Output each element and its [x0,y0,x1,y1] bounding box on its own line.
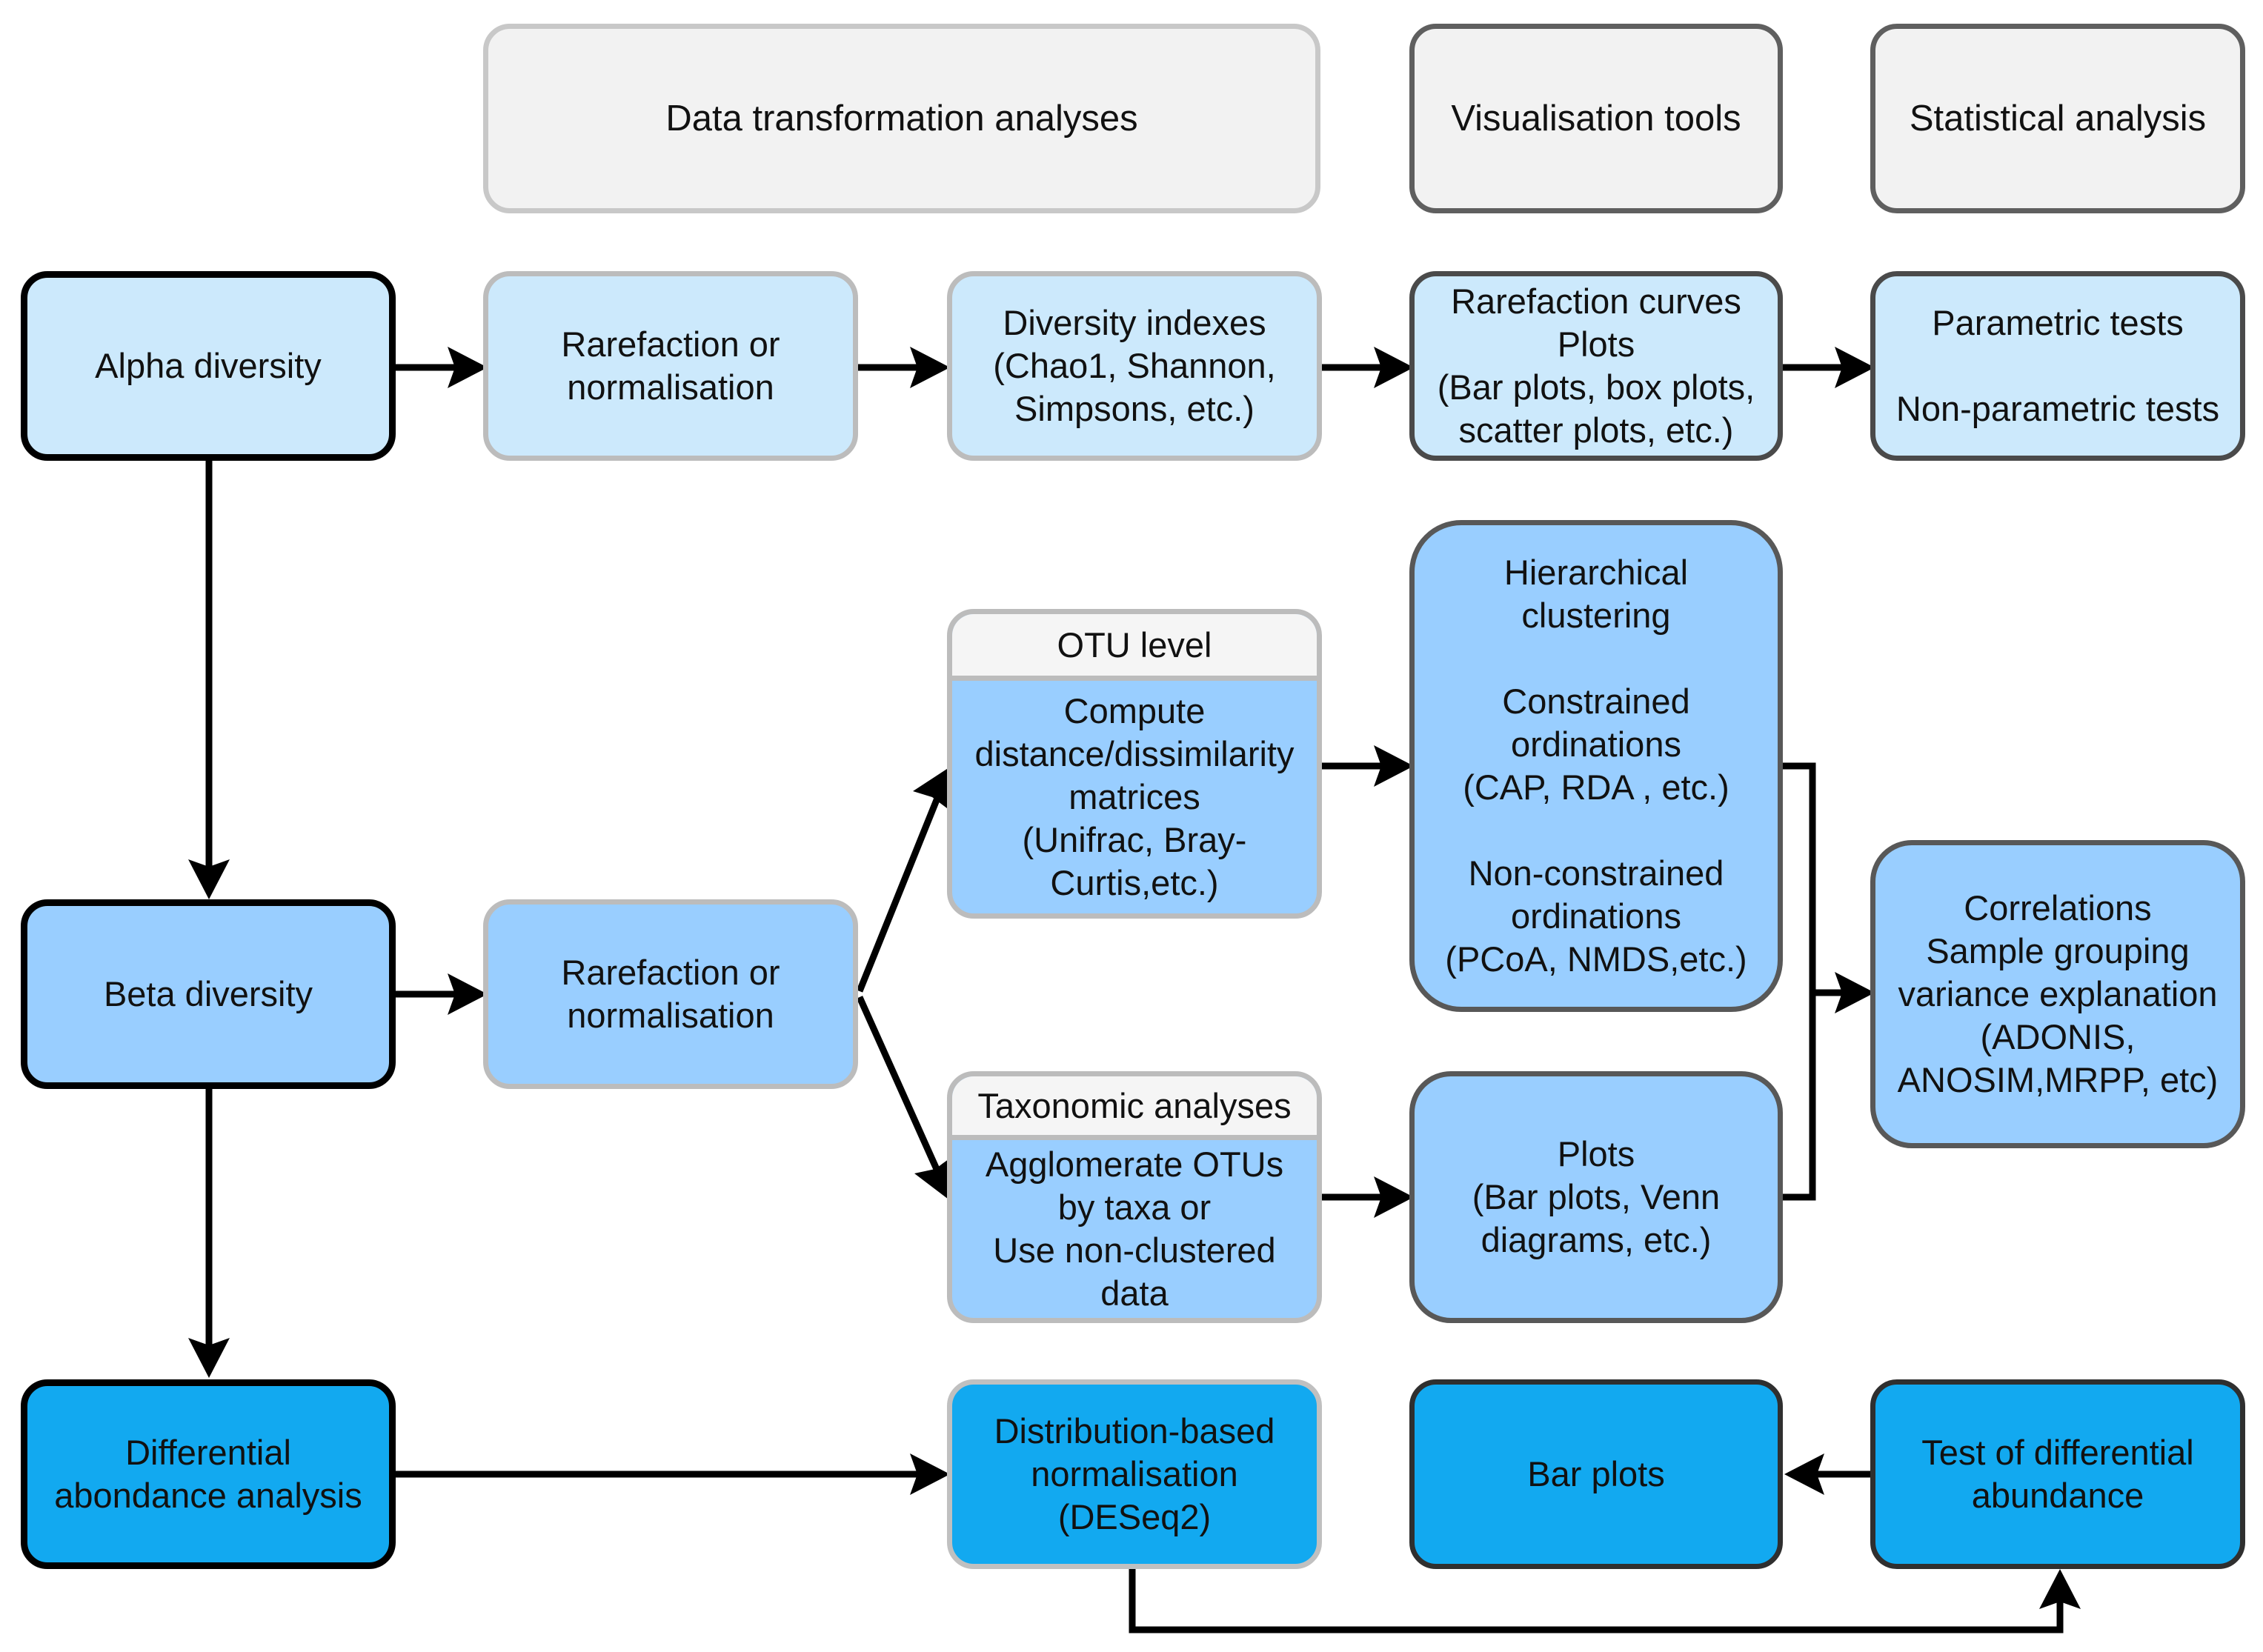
otu-level-box: OTU level Compute distance/dissimilarity… [947,609,1322,919]
correlations-box: Correlations Sample grouping variance ex… [1870,840,2245,1148]
arrowhead [913,766,951,810]
arrowhead [2039,1569,2081,1609]
otu-level-body: Compute distance/dissimilarity matrices … [974,691,1295,902]
otu-level-tab: OTU level [952,614,1317,681]
diversity-indexes-box: Diversity indexes (Chao1, Shannon, Simps… [947,271,1322,461]
arrowhead [448,347,488,388]
beta-rarefaction-box: Rarefaction or normalisation [483,899,858,1089]
distribution-normalisation-box: Distribution-based normalisation (DESeq2… [947,1379,1322,1569]
arrowhead [188,1338,230,1378]
arrowhead [1374,745,1414,787]
rarefaction-curves-box: Rarefaction curves Plots (Bar plots, box… [1409,271,1783,461]
arrow-ordination-plots-merge [1783,762,1816,1201]
alpha-tests-box: Parametric tests Non-parametric tests [1870,271,2245,461]
arrowhead [910,1453,950,1495]
arrow-normalisation-to-test [1129,1565,2064,1633]
arrow-rarefaction-to-taxonomic [856,996,946,1184]
arrowhead [1835,972,1875,1013]
arrowhead [910,347,950,388]
differential-abundance-box: Differential abondance analysis [21,1379,396,1569]
differential-test-box: Test of differential abundance [1870,1379,2245,1569]
arrowhead [1784,1453,1824,1495]
taxonomic-analyses-tab: Taxonomic analyses [952,1076,1317,1140]
beta-plots-box: Plots (Bar plots, Venn diagrams, etc.) [1409,1071,1783,1323]
alpha-diversity-box: Alpha diversity [21,271,396,461]
arrowhead [1374,347,1414,388]
ordination-box: Hierarchical clustering Constrained ordi… [1409,520,1783,1012]
header-statistical: Statistical analysis [1870,24,2245,213]
arrowhead [1835,347,1875,388]
arrowhead [188,859,230,899]
beta-diversity-box: Beta diversity [21,899,396,1089]
header-visualisation: Visualisation tools [1409,24,1783,213]
arrow-rarefaction-to-otu [856,784,946,993]
arrowhead [448,973,488,1015]
header-data-transformation: Data transformation analyses [483,24,1320,213]
arrowhead [1374,1176,1414,1218]
taxonomic-analyses-box: Taxonomic analyses Agglomerate OTUs by t… [947,1071,1322,1323]
alpha-rarefaction-box: Rarefaction or normalisation [483,271,858,461]
bar-plots-box: Bar plots [1409,1379,1783,1569]
arrowhead [914,1157,951,1202]
taxonomic-analyses-body: Agglomerate OTUs by taxa or Use non-clus… [985,1145,1284,1313]
